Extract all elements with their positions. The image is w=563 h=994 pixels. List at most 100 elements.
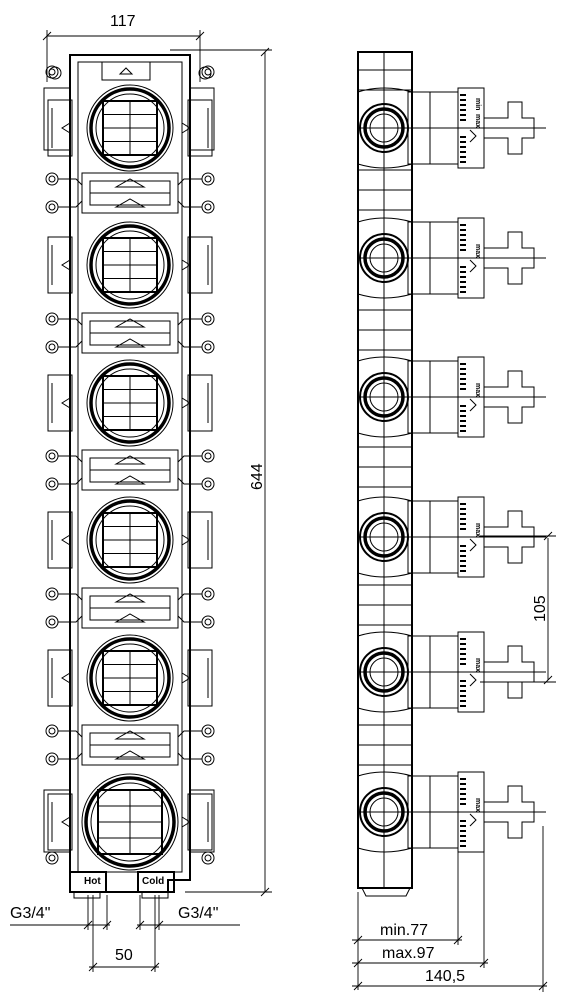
front-valve-module xyxy=(47,496,213,584)
mounting-hole xyxy=(201,477,215,491)
front-valve-module xyxy=(47,221,213,309)
temperature-knob xyxy=(457,771,485,853)
lever-handle xyxy=(484,231,535,285)
mounting-hole xyxy=(201,851,215,865)
front-view: Hot Cold xyxy=(43,54,215,899)
triangle-marker-icon xyxy=(114,198,146,208)
valve-inner-ring xyxy=(90,782,170,862)
valve-ring xyxy=(89,87,171,169)
front-connector-block xyxy=(45,312,215,354)
valve-ring xyxy=(89,224,171,306)
lever-handle xyxy=(484,645,535,699)
front-connector-block xyxy=(45,587,215,629)
valve-outer-ring xyxy=(81,773,179,871)
left-arrow-icon xyxy=(61,534,71,546)
valve-inner-ring xyxy=(95,643,165,713)
spacing-50-label: 50 xyxy=(115,947,133,964)
mounting-hole xyxy=(201,724,215,738)
valve-ring xyxy=(89,499,171,581)
valve-outer-ring xyxy=(86,359,174,447)
mounting-hole xyxy=(201,449,215,463)
valve-inner-ring xyxy=(95,505,165,575)
mounting-hole xyxy=(45,200,59,214)
side-view: max min max max max max max xyxy=(357,51,546,897)
triangle-marker-icon xyxy=(114,475,146,485)
knob-max-label: max xyxy=(474,114,481,128)
knob-min-label: min xyxy=(474,98,481,110)
side-valve-module: max xyxy=(357,771,546,853)
mounting-hole xyxy=(201,587,215,601)
left-arrow-icon xyxy=(61,122,71,134)
side-connector-segment xyxy=(358,169,412,211)
triangle-marker-icon xyxy=(114,178,146,188)
knob-arrow-icon xyxy=(469,129,477,143)
right-arrow-icon xyxy=(181,534,191,546)
knob-max-label: max xyxy=(474,798,481,812)
front-connector-block xyxy=(45,724,215,766)
side-valve-module: max xyxy=(357,496,546,578)
temperature-knob xyxy=(457,356,485,438)
left-outlet-fitting xyxy=(47,236,73,294)
side-connector-segment xyxy=(358,724,412,766)
right-outlet-fitting xyxy=(187,793,213,851)
mounting-hole xyxy=(45,449,59,463)
right-arrow-icon xyxy=(181,672,191,684)
valve-inner-ring xyxy=(95,93,165,163)
knob-arrow-icon xyxy=(469,813,477,827)
left-outlet-fitting xyxy=(47,511,73,569)
mounting-hole xyxy=(45,724,59,738)
mounting-hole xyxy=(201,752,215,766)
temperature-knob xyxy=(457,496,485,578)
mounting-hole xyxy=(45,340,59,354)
front-connector-block xyxy=(45,172,215,214)
valve-outer-ring xyxy=(86,634,174,722)
side-valve-module: max xyxy=(357,217,546,299)
side-body-outline xyxy=(357,51,413,889)
side-connector-segment xyxy=(358,446,412,488)
front-connector-block xyxy=(45,449,215,491)
knob-max-label: max xyxy=(474,658,481,672)
mounting-hole xyxy=(45,477,59,491)
valve-inner-ring xyxy=(95,230,165,300)
mounting-hole xyxy=(201,615,215,629)
knob-arrow-icon xyxy=(469,538,477,552)
mounting-hole xyxy=(45,312,59,326)
mounting-hole xyxy=(45,587,59,601)
knob-arrow-icon xyxy=(469,398,477,412)
side-dimensions: 105 min.77 max.97 140,5 xyxy=(352,531,556,992)
valve-ring xyxy=(84,776,176,868)
width-117-label: 117 xyxy=(110,13,136,30)
left-outlet-fitting xyxy=(47,99,73,157)
mounting-hole xyxy=(45,172,59,186)
right-thread-label: G3/4" xyxy=(178,905,218,922)
front-valve-module xyxy=(47,773,213,871)
temperature-knob xyxy=(457,631,485,713)
knob-arrow-icon xyxy=(469,673,477,687)
triangle-marker-icon xyxy=(114,593,146,603)
side-valve-module: max xyxy=(357,631,546,713)
valve-outer-ring xyxy=(86,221,174,309)
right-outlet-fitting xyxy=(187,99,213,157)
lever-handle xyxy=(484,370,535,424)
side-valve-module: max xyxy=(357,356,546,438)
mounting-hole xyxy=(201,172,215,186)
knob-max-label: max xyxy=(474,383,481,397)
mounting-hole xyxy=(201,65,215,79)
right-outlet-fitting xyxy=(187,236,213,294)
temperature-knob xyxy=(457,87,485,169)
lever-handle xyxy=(484,510,535,564)
side-connector-segment xyxy=(358,584,412,626)
right-outlet-fitting xyxy=(187,374,213,432)
front-dimensions: 117 644 G3/4" G3/4" 50 xyxy=(10,13,272,972)
lever-handle xyxy=(484,785,535,839)
left-arrow-icon xyxy=(61,672,71,684)
mounting-hole xyxy=(201,340,215,354)
cold-label: Cold xyxy=(142,876,164,887)
depth-140-label: 140,5 xyxy=(425,968,465,985)
left-thread-label: G3/4" xyxy=(10,905,50,922)
triangle-marker-icon xyxy=(114,750,146,760)
mounting-hole xyxy=(201,200,215,214)
mounting-hole xyxy=(45,851,59,865)
side-connector-segment xyxy=(358,309,412,351)
left-arrow-icon xyxy=(61,816,71,828)
